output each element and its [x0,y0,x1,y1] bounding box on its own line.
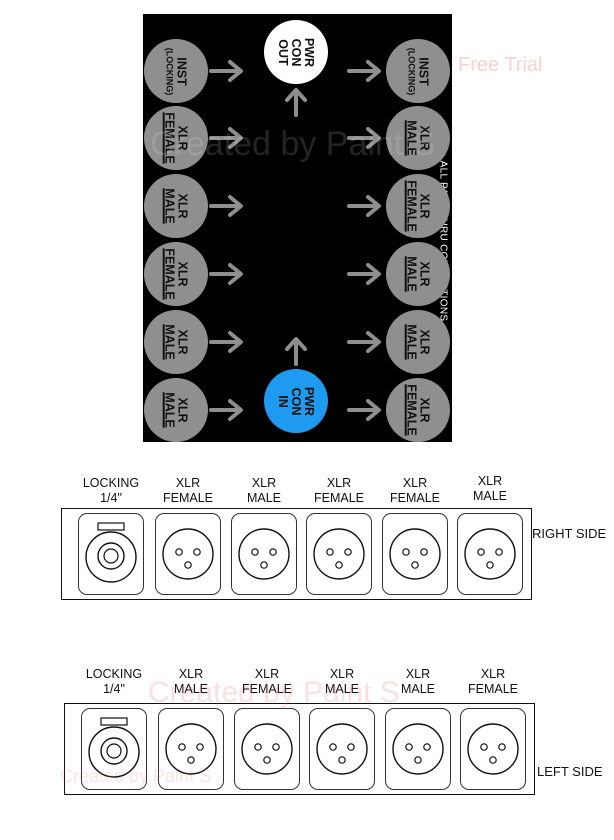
power-arrow-top [285,88,307,117]
right-side-port-2 [155,513,221,595]
left-node-1: INST(LOCKING) [144,39,208,103]
xlr-jack-icon [162,528,214,580]
xlr-jack-icon [238,528,290,580]
left-side-port-3 [234,708,300,790]
arrow-right-6 [347,399,381,421]
right-side-panel [61,508,532,600]
right-side-port-5 [382,513,448,595]
left-side-port-6 [460,708,526,790]
node-label: INST(LOCKING) [164,47,189,95]
arrow-right-left-2 [209,127,243,149]
right-side-port-3 [231,513,297,595]
left-side-port-2 [158,708,224,790]
xlr-jack-icon [467,723,519,775]
right-side-port-6 [457,513,523,595]
xlr-jack-icon [389,528,441,580]
power-arrow-bottom [285,337,307,366]
arrow-right-left-1 [209,60,243,82]
arrow-right-left-4 [209,263,243,285]
arrow-right-left-5 [209,331,243,353]
pass-through-diagram: ALL PASS THRU CONNECTIONS INST(LOCKING)X… [143,14,452,442]
arrow-right-left-3 [209,195,243,217]
xlr-jack-icon [241,723,293,775]
right-node-1: INST(LOCKING) [386,39,450,103]
xlr-jack-icon [392,723,444,775]
right-side-port-1 [78,513,144,595]
xlr-jack-icon [165,723,217,775]
arrow-right-3 [347,195,381,217]
arrow-right-5 [347,331,381,353]
arrow-right-left-6 [209,399,243,421]
xlr-jack-icon [464,528,516,580]
xlr-jack-icon [316,723,368,775]
locking-jack-icon [88,717,140,778]
right-side-port-4 [306,513,372,595]
node-label: INST(LOCKING) [406,47,431,95]
right-side-label: RIGHT SIDE [532,526,607,541]
left-side-label: LEFT SIDE [537,764,603,779]
arrow-right-1 [347,60,381,82]
watermark-free-trial: Free Trial [458,54,543,76]
xlr-jack-icon [313,528,365,580]
left-side-port-1 [81,708,147,790]
left-side-port-5 [385,708,451,790]
locking-jack-icon [85,522,137,583]
arrow-right-2 [347,127,381,149]
arrow-right-4 [347,263,381,285]
left-side-panel [64,703,535,795]
left-side-port-4 [309,708,375,790]
